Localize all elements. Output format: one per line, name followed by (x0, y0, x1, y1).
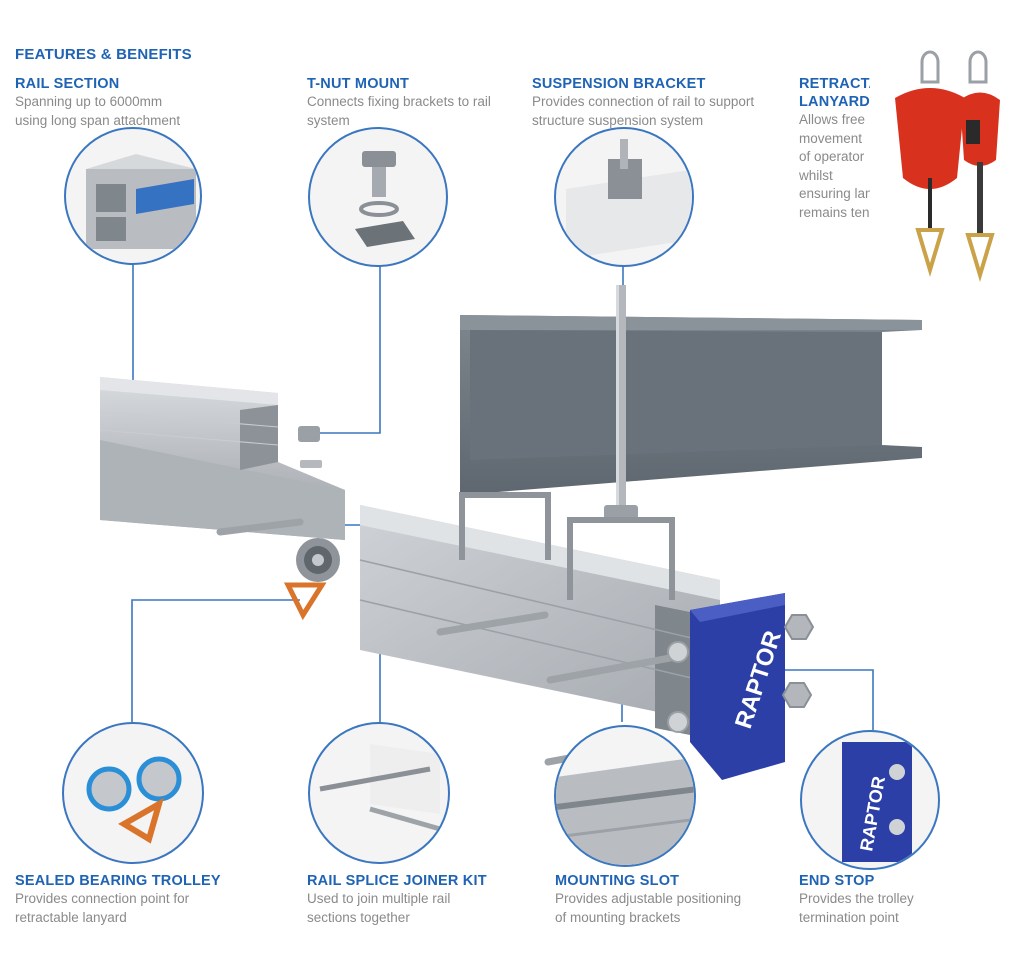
callout-mounting-slot (554, 725, 696, 867)
feature-desc-line: structure suspension system (532, 112, 704, 128)
feature-desc-line: of operator (799, 149, 865, 164)
nuts (781, 614, 815, 708)
feature-desc-line: retractable lanyard (15, 909, 127, 925)
feature-title: RAIL SECTION (15, 76, 120, 92)
steel-beam (460, 315, 922, 495)
feature-desc-line: Spanning up to 6000mm (15, 94, 163, 109)
feature-desc-line: sections together (307, 909, 410, 925)
suspension-brackets (459, 492, 675, 600)
callout-suspension-bracket (554, 127, 694, 267)
rail-section-right (359, 505, 720, 735)
feature-desc-line: movement (799, 130, 863, 146)
feature-desc-line: Allows free (799, 112, 866, 127)
feature-title: MOUNTING SLOT (555, 873, 680, 889)
t-nut-part (298, 426, 322, 468)
feature-desc-line: termination point (799, 909, 899, 925)
feature-end-stop: END STOP Provides the trolley terminatio… (799, 872, 914, 927)
feature-desc-line: Connects fixing brackets to rail (307, 94, 491, 109)
trolley (283, 538, 340, 621)
suspension-rod (604, 285, 638, 519)
feature-desc-line: using long span attachment (15, 112, 181, 128)
feature-suspension-bracket: SUSPENSION BRACKET Provides connection o… (532, 75, 754, 130)
feature-desc-line: Provides adjustable positioning (555, 891, 742, 906)
feature-desc-line: Provides connection point for (15, 891, 190, 906)
feature-title: LANYARD (799, 94, 870, 110)
feature-desc-line: Used to join multiple rail (307, 891, 451, 906)
feature-rail-section: RAIL SECTION Spanning up to 6000mm using… (15, 75, 180, 130)
rail-section-left (99, 377, 345, 540)
feature-desc-line: system (307, 112, 350, 128)
callout-rail-section (64, 127, 202, 265)
feature-desc-line: whilst (799, 167, 833, 183)
callout-t-nut (308, 127, 448, 267)
callout-sealed-bearing-trolley (62, 722, 204, 864)
feature-desc-line: of mounting brackets (555, 909, 681, 925)
feature-title: END STOP (799, 873, 875, 889)
end-stop: RAPTOR (667, 593, 787, 780)
feature-title: RAIL SPLICE JOINER KIT (307, 873, 487, 889)
feature-rail-splice-joiner-kit: RAIL SPLICE JOINER KIT Used to join mult… (307, 872, 487, 927)
feature-title: T-NUT MOUNT (307, 76, 410, 92)
callout-rail-splice-joiner-kit (308, 722, 450, 864)
feature-desc-line: Provides the trolley (799, 891, 914, 906)
feature-mounting-slot: MOUNTING SLOT Provides adjustable positi… (555, 872, 741, 927)
feature-t-nut-mount: T-NUT MOUNT Connects fixing brackets to … (307, 75, 491, 130)
feature-title: SUSPENSION BRACKET (532, 76, 706, 92)
feature-desc-line: Provides connection of rail to support (532, 94, 755, 109)
page-header: FEATURES & BENEFITS (15, 46, 192, 63)
feature-title: SEALED BEARING TROLLEY (15, 873, 221, 889)
feature-sealed-bearing-trolley: SEALED BEARING TROLLEY Provides connecti… (15, 872, 221, 927)
lanyard-image (870, 50, 1020, 300)
callout-end-stop: RAPTOR (800, 730, 940, 870)
